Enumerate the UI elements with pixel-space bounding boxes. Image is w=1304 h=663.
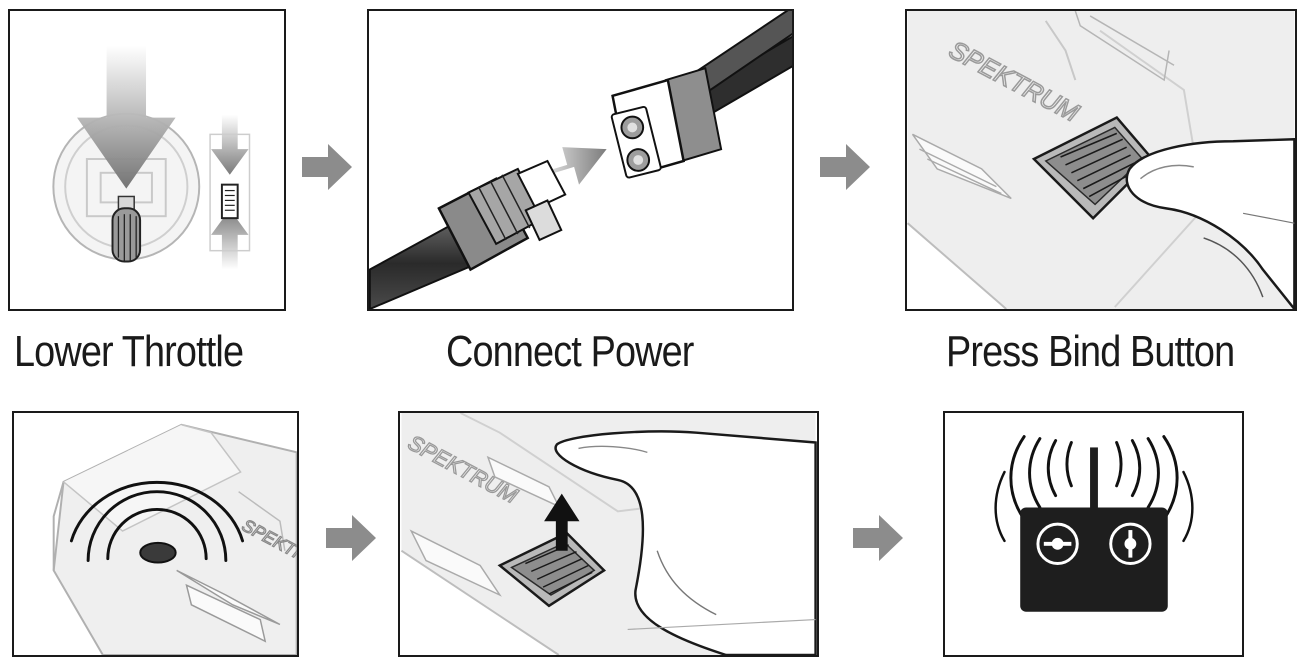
panel-transmitter bbox=[943, 411, 1244, 657]
next-step-arrow-icon bbox=[820, 144, 870, 190]
panel-press-bind-button: SPEKTRUM bbox=[905, 9, 1297, 311]
panel-release-bind-button: SPEKTRUM bbox=[398, 411, 819, 657]
next-step-arrow-icon bbox=[302, 144, 352, 190]
receiver-bind-release-illustration: SPEKTRUM bbox=[400, 413, 817, 655]
step-caption-lower-throttle: Lower Throttle bbox=[14, 327, 244, 376]
step-caption-press-bind-button: Press Bind Button bbox=[946, 327, 1235, 376]
receiver-led-blinking-illustration: SPEKTRUM bbox=[52, 423, 297, 655]
panel-receiver-led: SPEKTRUM bbox=[12, 411, 299, 657]
throttle-illustration bbox=[52, 45, 251, 270]
receiver-bind-press-illustration: SPEKTRUM bbox=[907, 11, 1295, 309]
battery-connector-illustration bbox=[369, 11, 792, 309]
step-caption-connect-power: Connect Power bbox=[446, 327, 694, 376]
next-step-arrow-icon bbox=[853, 515, 903, 561]
transmitter-signal-illustration bbox=[994, 435, 1194, 612]
panel-connect-power bbox=[367, 9, 794, 311]
panel-lower-throttle bbox=[8, 9, 286, 311]
next-step-arrow-icon bbox=[326, 515, 376, 561]
